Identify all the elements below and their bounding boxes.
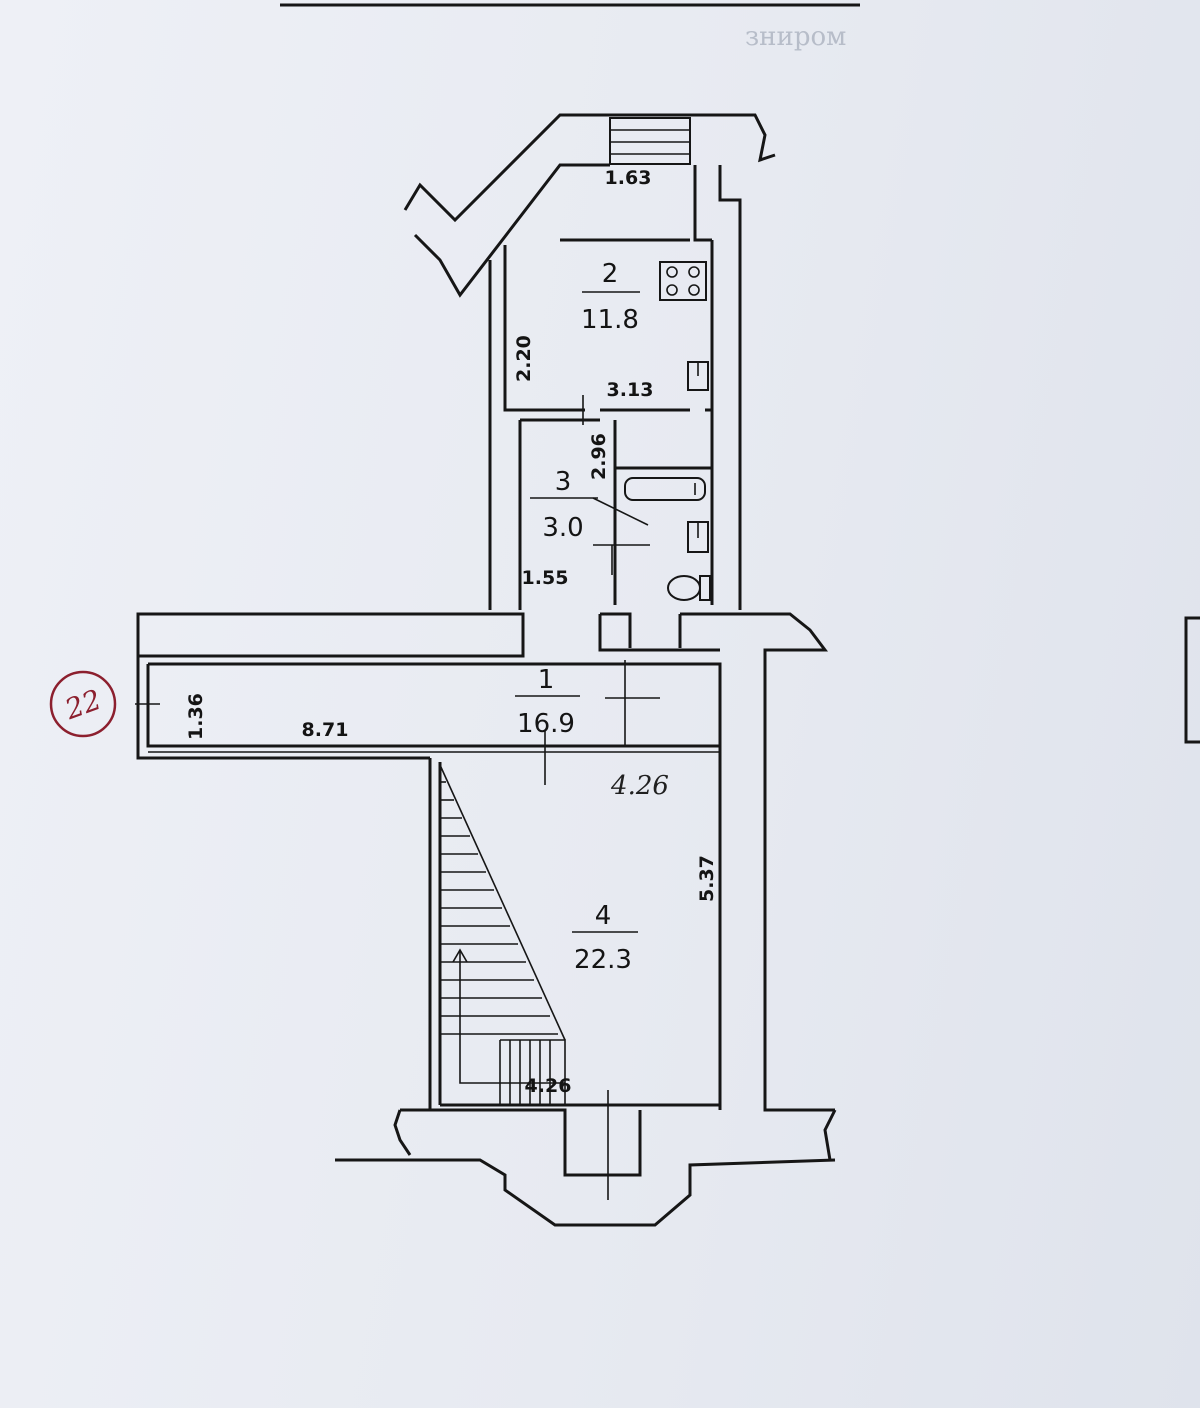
handwritten-room4-length: 4.26 <box>610 771 669 801</box>
dim-bath-depth: 2.96 <box>588 433 610 480</box>
dim-stair-length: 4.26 <box>525 1075 572 1097</box>
dim-kitchen-width: 3.13 <box>607 379 654 401</box>
room-area-2: 11.8 <box>581 305 639 335</box>
ghost-text: зниром <box>745 22 846 52</box>
page-edge-frame <box>1184 616 1200 744</box>
room-number-4: 4 <box>595 901 612 931</box>
dim-corridor-length: 8.71 <box>302 719 349 741</box>
kitchen-walls <box>488 165 742 610</box>
dim-corridor-width: 1.36 <box>185 693 207 740</box>
dim-kitchen-top-width: 1.63 <box>605 167 652 189</box>
staircase <box>439 764 566 1105</box>
apartment-number-circle <box>49 670 117 738</box>
dim-bath-width: 1.55 <box>522 567 569 589</box>
apartment-number-mark: 22 <box>60 683 106 727</box>
dim-room4-width: 5.37 <box>696 855 718 902</box>
room-number-1: 1 <box>538 665 555 695</box>
bathtub-icon <box>624 477 706 501</box>
room-number-3: 3 <box>555 467 572 497</box>
room4-walls <box>428 758 720 1110</box>
corridor-walls <box>135 612 835 1112</box>
bottom-entrance <box>335 1090 837 1227</box>
washbasin-icon <box>687 521 709 553</box>
kitchen-sink-icon <box>687 361 709 391</box>
stove-icon <box>659 261 707 301</box>
room-area-4: 22.3 <box>574 945 632 975</box>
bathroom-walls <box>518 395 712 610</box>
dim-kitchen-depth: 2.20 <box>513 335 535 382</box>
room-area-3: 3.0 <box>542 513 583 543</box>
entrance-porch <box>403 113 776 298</box>
room-number-2: 2 <box>602 259 619 289</box>
room-area-1: 16.9 <box>517 709 575 739</box>
toilet-icon <box>667 575 711 601</box>
